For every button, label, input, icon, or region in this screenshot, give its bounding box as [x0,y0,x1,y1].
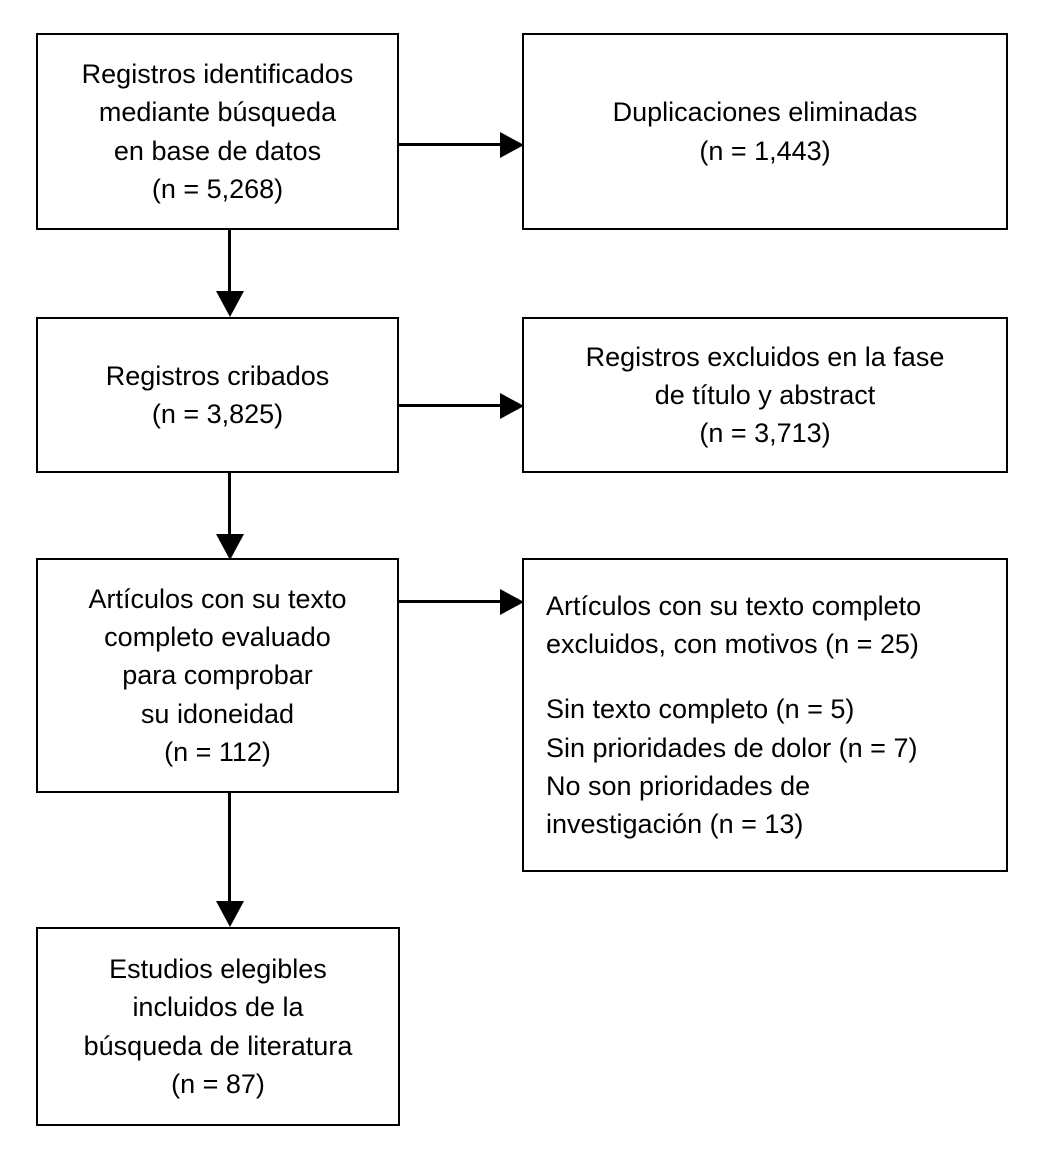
node-line: Registros identificados [81,58,354,89]
arrow-shaft [399,600,503,603]
arrow-right-identified-to-duplicates [399,132,525,158]
exclusion-reason: investigación (n = 13) [546,809,804,840]
arrow-down-identified-to-screened [216,230,244,318]
node-fulltext-excluded-with-reasons: Artículos con su texto completo excluido… [522,558,1008,872]
exclusion-reason: Sin texto completo (n = 5) [546,694,855,725]
arrow-down-screened-to-fulltext [216,473,244,561]
node-line: búsqueda de literatura [83,1030,353,1061]
arrow-shaft [228,793,231,904]
arrow-shaft [228,473,231,537]
node-studies-included: Estudios elegibles incluidos de la búsqu… [36,927,400,1126]
node-count: (n = 5,268) [151,173,284,204]
node-line: incluidos de la [132,992,304,1023]
arrow-right-fulltext-to-excluded [399,589,525,615]
node-line: mediante búsqueda [98,97,337,128]
arrow-shaft [228,230,231,294]
arrow-shaft [399,143,503,146]
node-line: de título y abstract [654,379,876,410]
node-line: su idoneidad [140,698,295,729]
arrow-head-down-icon [216,291,244,317]
exclusion-reason: Sin prioridades de dolor (n = 7) [546,732,918,763]
arrow-head-down-icon [216,534,244,560]
node-line: completo evaluado [104,622,331,652]
node-fulltext-assessed: Artículos con su texto completo evaluado… [36,558,399,793]
arrow-right-screened-to-excluded-title-abstract [399,393,525,419]
node-count: (n = 87) [171,1068,265,1099]
node-records-identified: Registros identificados mediante búsqued… [36,33,399,230]
arrow-down-fulltext-to-included [216,793,244,930]
node-line: para comprobar [122,660,313,691]
node-records-screened: Registros cribados (n = 3,825) [36,317,399,473]
node-line: en base de datos [113,135,322,166]
node-count: (n = 3,713) [699,418,831,449]
arrow-head-right-icon [500,589,524,615]
arrow-head-down-icon [216,901,244,927]
arrow-head-right-icon [500,132,524,158]
arrow-shaft [399,404,503,407]
node-count: (n = 1,443) [699,135,831,166]
node-line: Artículos con su texto completo [546,590,922,621]
node-line: Duplicaciones eliminadas [612,97,918,128]
node-line: excluidos, con motivos (n = 25) [546,628,919,659]
node-line: Registros excluidos en la fase [585,341,945,372]
node-count: (n = 3,825) [151,399,284,429]
node-duplicates-removed: Duplicaciones eliminadas (n = 1,443) [522,33,1008,230]
node-line: Registros cribados [105,360,330,391]
exclusion-reason: No son prioridades de [546,770,811,801]
node-records-excluded-title-abstract: Registros excluidos en la fase de título… [522,317,1008,473]
arrow-head-right-icon [500,393,524,419]
node-line: Estudios elegibles [109,953,327,984]
node-count: (n = 112) [164,736,271,767]
node-line: Artículos con su texto [88,583,347,614]
